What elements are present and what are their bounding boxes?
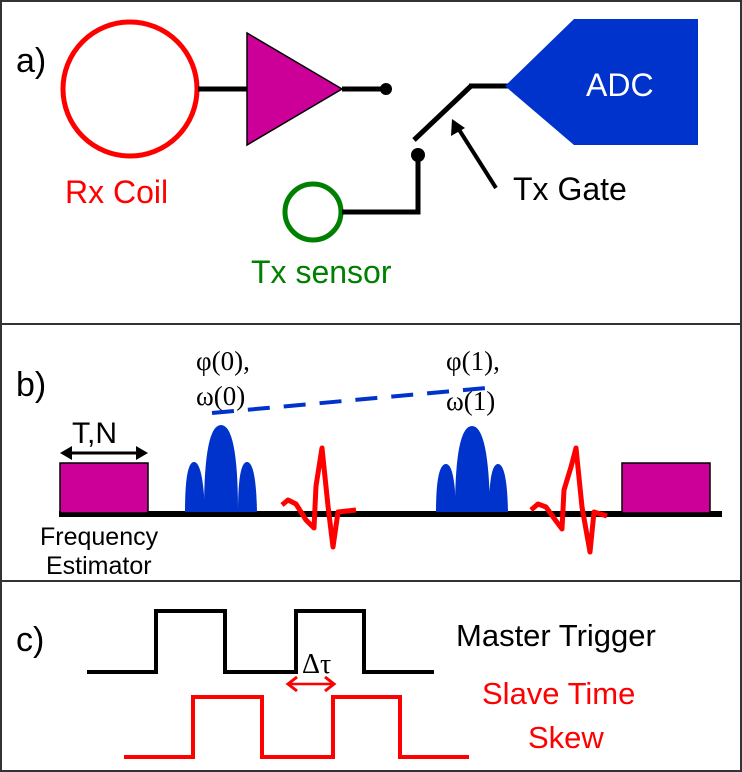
phase-trend-dashed-line [211, 386, 487, 415]
slave-time-skew-label-line2: Skew [528, 720, 604, 755]
tn-label: T,N [72, 417, 117, 450]
panel-c-label: c) [16, 621, 44, 659]
tx-sensor-label: Tx sensor [251, 254, 392, 290]
rx-coil-label: Rx Coil [65, 174, 168, 210]
panel-c-frame [0, 580, 742, 772]
tx-pulse-1-left-lobe [185, 462, 205, 512]
slave-trigger-waveform [124, 695, 469, 759]
echo-signal-1 [280, 445, 357, 550]
tx-gate-switch [412, 84, 473, 142]
tx-pulse-2-right-lobe [489, 464, 508, 512]
estimator-label-line1: Frequency [40, 523, 159, 551]
amp-terminal-dot [380, 83, 392, 95]
tx-sensor-terminal-dot [411, 148, 425, 162]
tx-sensor-wire [342, 155, 421, 215]
amplifier-icon [246, 31, 344, 147]
skew-arrow-left-head [285, 675, 298, 693]
phase1-label-line2: ω(1) [446, 386, 495, 416]
panel-b-label: b) [16, 366, 46, 404]
tn-arrow-right-head [136, 446, 148, 460]
tx-pulse-2-main-lobe [455, 426, 490, 512]
skew-delta-tau-label: Δτ [302, 649, 331, 680]
phase1-label-line1: φ(1), [446, 346, 500, 376]
estimator-label-line2: Estimator [46, 552, 152, 580]
tx-pulse-1-main-lobe [204, 425, 238, 512]
phase0-label-line1: φ(0), [196, 346, 250, 376]
adc-label: ADC [586, 67, 654, 103]
tx-sensor-icon [282, 181, 344, 243]
panel-a-label: a) [16, 42, 46, 80]
frequency-estimator-block-2 [621, 462, 711, 514]
phase0-label-line2: ω(0) [196, 381, 245, 411]
tx-gate-arrow-head [451, 119, 465, 136]
slave-time-skew-label-line1: Slave Time [482, 676, 635, 711]
frequency-estimator-block-1 [59, 462, 149, 514]
tx-pulse-1-right-lobe [238, 462, 257, 512]
adc-block [505, 19, 698, 145]
echo-signal-2 [529, 445, 608, 555]
master-trigger-waveform [87, 609, 434, 674]
tx-gate-arrow-shaft [456, 126, 498, 190]
tn-arrow-left-head [60, 446, 72, 460]
tx-pulse-2 [436, 426, 508, 512]
skew-arrow-right-head [324, 675, 337, 693]
master-trigger-label: Master Trigger [456, 618, 656, 653]
tx-pulse-1 [185, 425, 257, 512]
tx-pulse-2-left-lobe [436, 464, 456, 512]
tx-gate-label: Tx Gate [513, 171, 627, 207]
rx-coil-icon [60, 19, 200, 159]
